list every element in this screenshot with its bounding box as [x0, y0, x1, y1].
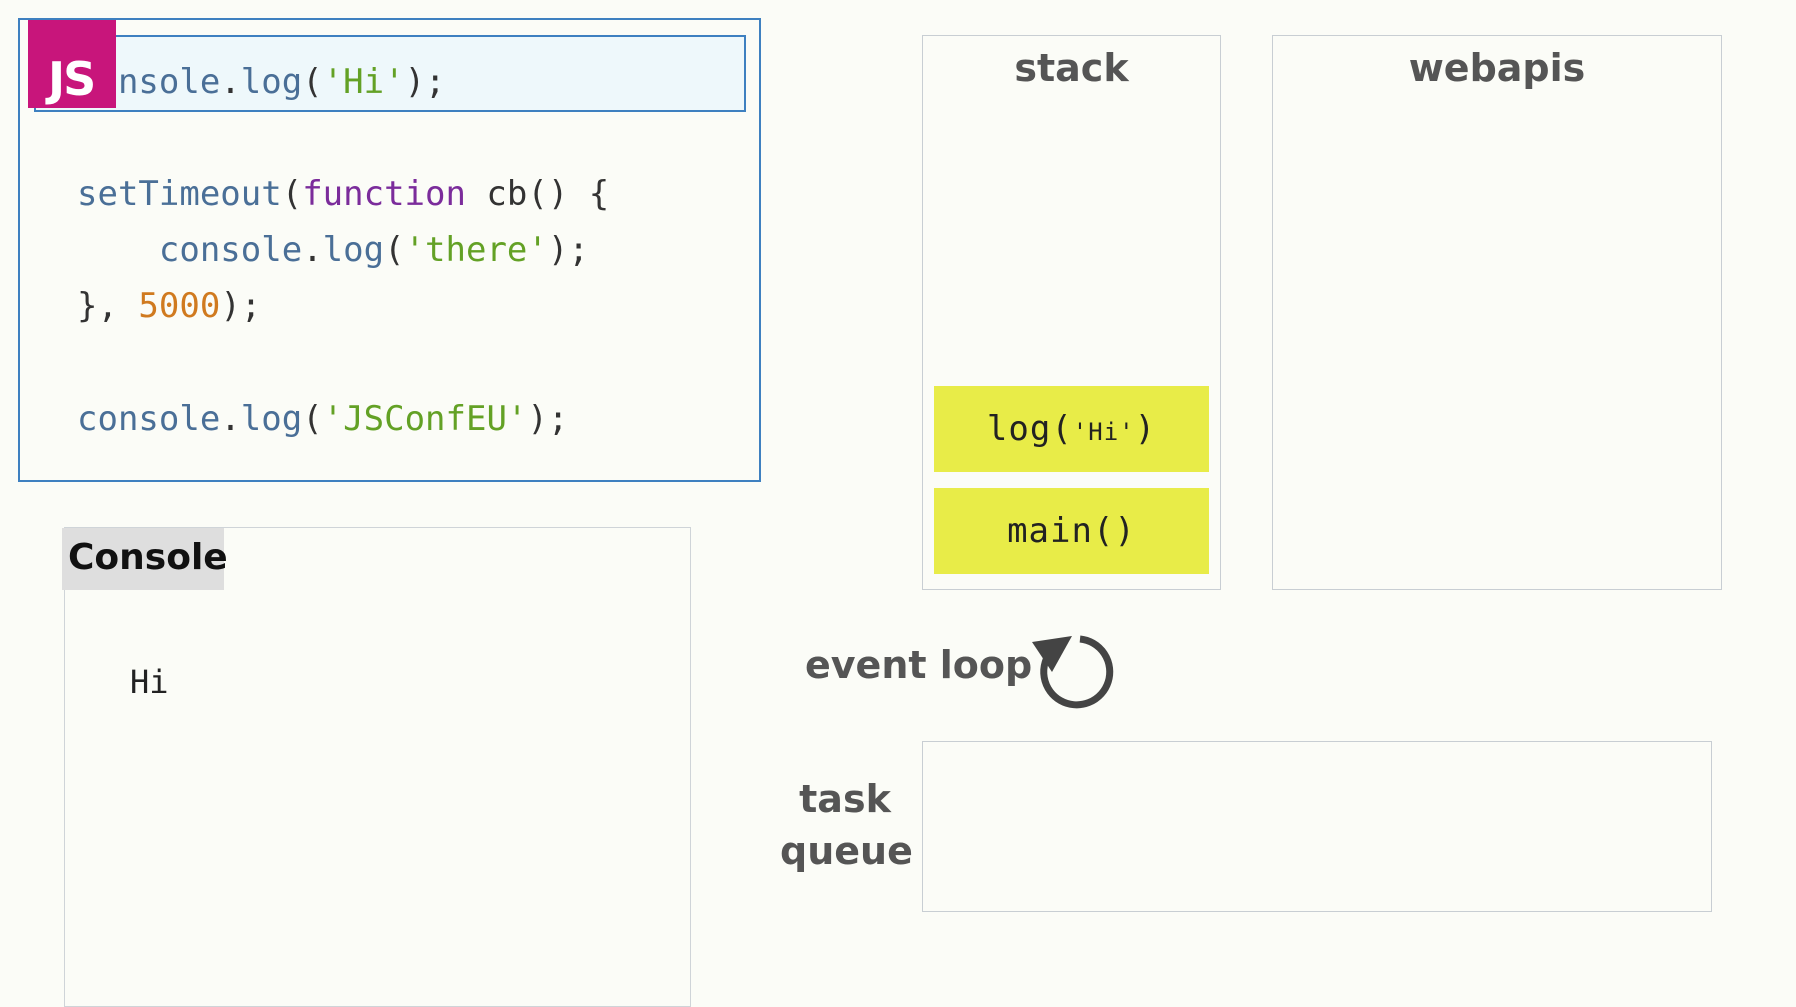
task-queue-label-line: queue	[780, 829, 913, 873]
webapis-title: webapis	[1408, 46, 1586, 90]
code-token: cb() {	[465, 174, 610, 214]
task-queue-label: task queue	[780, 773, 913, 877]
frame-arg: 'Hi'	[1072, 418, 1135, 446]
console-output-line: Hi	[130, 663, 169, 701]
code-token: 'there'	[404, 230, 548, 270]
refresh-arrow-icon	[1030, 628, 1114, 712]
code-token: log	[240, 399, 303, 439]
code-line-3: console.log('there');	[77, 230, 589, 270]
code-indent	[77, 230, 159, 270]
stack-frame-main: main()	[934, 488, 1209, 574]
code-line-4: }, 5000);	[77, 286, 261, 326]
code-token: );	[547, 230, 589, 270]
code-token: function	[302, 174, 466, 214]
stack-title: stack	[1014, 46, 1129, 90]
code-token: .	[220, 399, 241, 439]
console-panel	[64, 527, 691, 1007]
event-loop-label: event loop	[805, 643, 1033, 687]
task-queue-label-line: task	[799, 777, 891, 821]
code-token: },	[77, 286, 139, 326]
code-token: console	[77, 399, 221, 439]
code-token: .	[220, 62, 241, 102]
code-token: (	[281, 174, 303, 214]
code-token: (	[302, 399, 323, 439]
code-token: );	[404, 62, 446, 102]
code-token: console	[158, 230, 303, 270]
call-stack-panel	[922, 35, 1221, 590]
code-line-5: console.log('JSConfEU');	[77, 399, 568, 439]
code-token: );	[527, 399, 569, 439]
code-token: log	[240, 62, 303, 102]
code-token: setTimeout	[77, 174, 282, 214]
task-queue-panel	[922, 741, 1712, 912]
code-token: .	[302, 230, 323, 270]
frame-label: log(	[986, 409, 1073, 449]
code-token: log	[322, 230, 385, 270]
code-token: 'Hi'	[322, 62, 405, 102]
code-line-2: setTimeout(function cb() {	[77, 174, 609, 214]
webapis-panel	[1272, 35, 1722, 590]
code-token: );	[220, 286, 262, 326]
current-line-highlight	[34, 35, 746, 112]
frame-label-end: )	[1134, 409, 1157, 449]
js-logo: JS	[28, 20, 116, 108]
code-line-1: console.log('Hi');	[77, 62, 446, 102]
console-title: Console	[62, 528, 228, 590]
code-token: (	[302, 62, 323, 102]
code-token: 5000	[138, 286, 221, 326]
code-token: (	[384, 230, 405, 270]
stack-frame-log: log('Hi')	[934, 386, 1209, 472]
code-token: 'JSConfEU'	[322, 399, 528, 439]
